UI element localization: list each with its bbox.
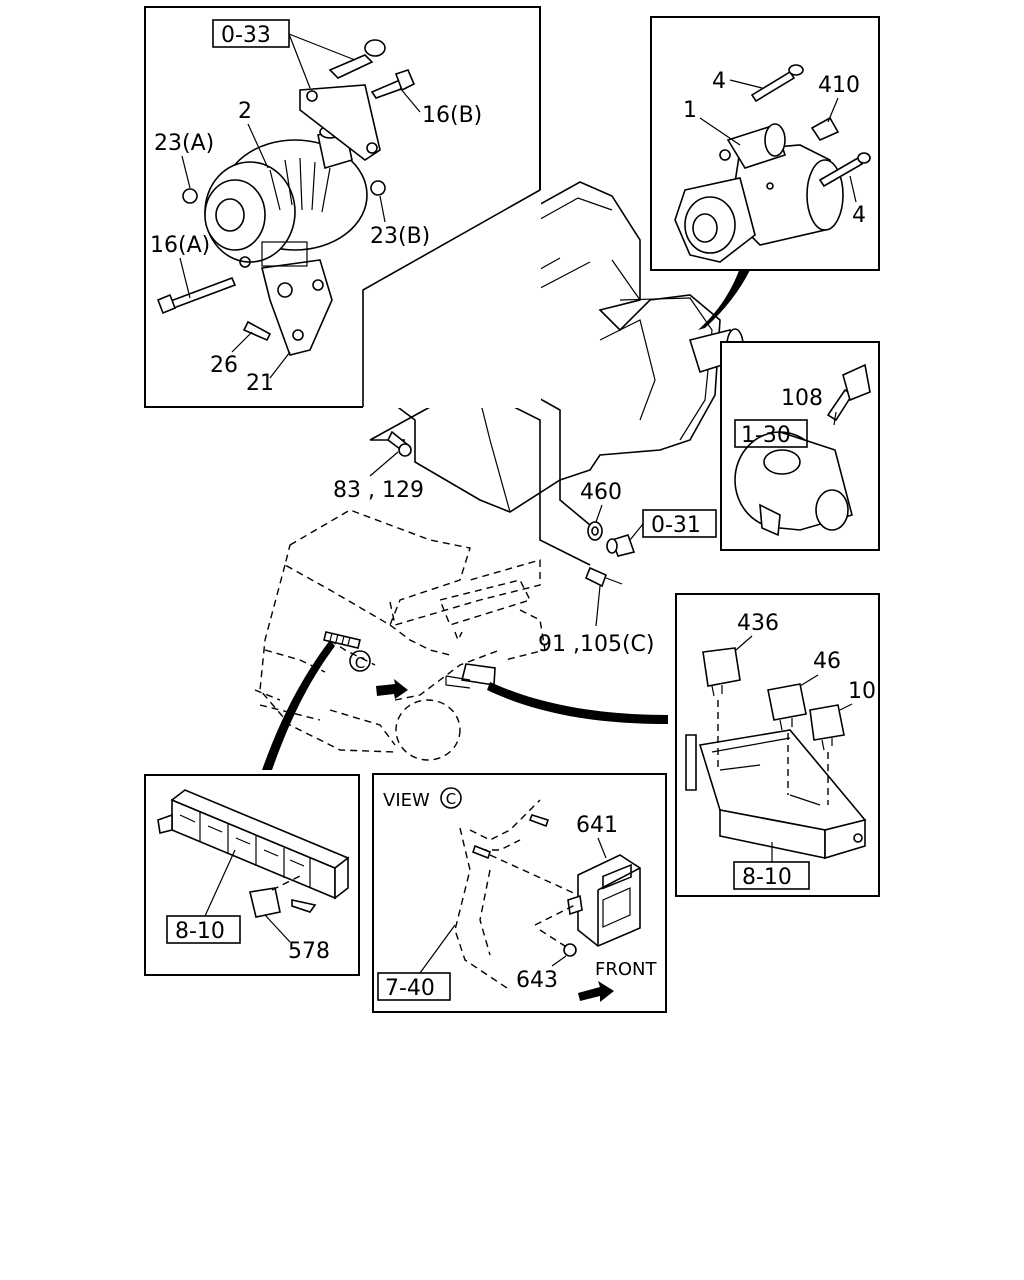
air-cleaner-housing: [734, 431, 853, 537]
alternator: [204, 84, 381, 356]
label-16a: 16(A): [150, 233, 210, 258]
relay-block-front: [323, 631, 361, 649]
label-83-129: 83 , 129: [333, 478, 424, 503]
label-4-top: 4: [712, 69, 726, 94]
label-643: 643: [516, 968, 558, 993]
label-641: 641: [576, 813, 618, 838]
sensor-91-105c: [584, 566, 623, 588]
label-16b: 16(B): [422, 103, 482, 128]
harness-connector: [472, 814, 550, 860]
vehicle-front: [254, 509, 546, 761]
label-2: 2: [238, 99, 252, 124]
relay-tray: [685, 729, 867, 860]
direction-arrow-car: [376, 679, 408, 699]
label-0-33: 0-33: [221, 23, 271, 48]
label-1-30: 1-30: [741, 423, 791, 448]
label-10: 10: [848, 679, 876, 704]
label-26: 26: [210, 353, 238, 378]
label-8-10-left: 8-10: [175, 919, 225, 944]
callout-arrow-right: [487, 682, 668, 724]
ref-box-0-33: [212, 19, 290, 48]
bolt-4-bottom: [818, 152, 871, 188]
label-7-40: 7-40: [385, 976, 435, 1001]
callout-arrow-left: [262, 640, 335, 770]
relay-436: [702, 647, 741, 697]
relay-46: [767, 683, 807, 731]
bolt-16b: [370, 69, 416, 99]
label-23b: 23(B): [370, 224, 430, 249]
bolt-410: [810, 116, 840, 142]
label-4-bottom: 4: [852, 203, 866, 228]
front-arrow: [578, 981, 614, 1002]
label-c-circle: C: [355, 654, 365, 672]
relay-578: [249, 887, 281, 918]
starter-motor: [674, 123, 844, 263]
ref-box-0-31: [642, 509, 717, 538]
label-1: 1: [683, 98, 697, 123]
bolt-0-33: [328, 39, 386, 79]
label-410: 410: [818, 73, 860, 98]
bolt-83-129: [386, 430, 412, 457]
control-unit-641: [567, 854, 641, 947]
label-46: 46: [813, 649, 841, 674]
washer-460: [587, 521, 603, 541]
label-view: VIEW: [383, 790, 430, 811]
ref-box-8-10-left: [166, 915, 241, 944]
bolt-4-top: [750, 64, 804, 103]
label-0-31: 0-31: [651, 513, 701, 538]
ref-box-1-30: [734, 419, 808, 448]
label-8-10-right: 8-10: [742, 865, 792, 890]
label-21: 21: [246, 371, 274, 396]
label-460: 460: [580, 480, 622, 505]
label-108: 108: [781, 386, 823, 411]
view-c-icon: [440, 787, 462, 809]
nut-23b: [370, 180, 386, 196]
label-578: 578: [288, 939, 330, 964]
ref-box-7-40: [377, 972, 451, 1001]
relay-block-8-10: [157, 789, 350, 913]
bolt-26: [242, 320, 272, 342]
sensor-108: [826, 363, 871, 422]
label-436: 436: [737, 611, 779, 636]
label-view-c: C: [446, 790, 456, 808]
relay-10: [809, 704, 845, 751]
nut-23a: [182, 188, 198, 204]
callout-arrow-starter: [698, 268, 750, 330]
view-c-marker: [349, 650, 371, 672]
label-91-105c: 91 ,105(C): [538, 632, 655, 657]
nut-643: [563, 943, 577, 957]
plug-0-31: [606, 534, 636, 557]
bolt-16a: [156, 276, 237, 315]
label-23a: 23(A): [154, 131, 214, 156]
label-front: FRONT: [595, 959, 657, 980]
relay-box-side: [445, 663, 496, 689]
